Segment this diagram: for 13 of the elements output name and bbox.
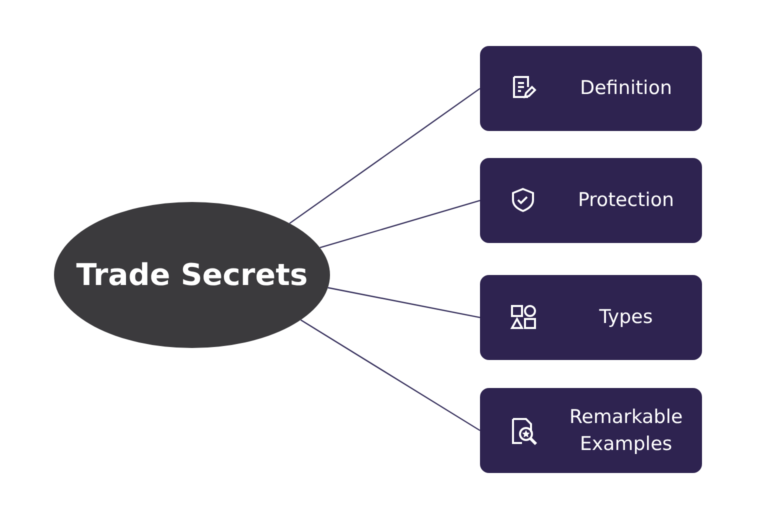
- topic-card: [480, 46, 702, 131]
- topic-label: Types: [599, 305, 653, 330]
- topic-label: Definition: [580, 76, 672, 102]
- topic-label: Remarkable Examples: [568, 404, 684, 456]
- topic-card: [480, 275, 702, 360]
- connector-line: [320, 200, 480, 248]
- topic-label: Protection: [578, 188, 674, 214]
- connector-line: [289, 88, 480, 224]
- central-title: Trade Secrets: [76, 258, 308, 292]
- topic-card: [480, 388, 702, 473]
- topic-card: [480, 158, 702, 243]
- connector-line: [300, 319, 480, 432]
- connector-line: [328, 287, 480, 318]
